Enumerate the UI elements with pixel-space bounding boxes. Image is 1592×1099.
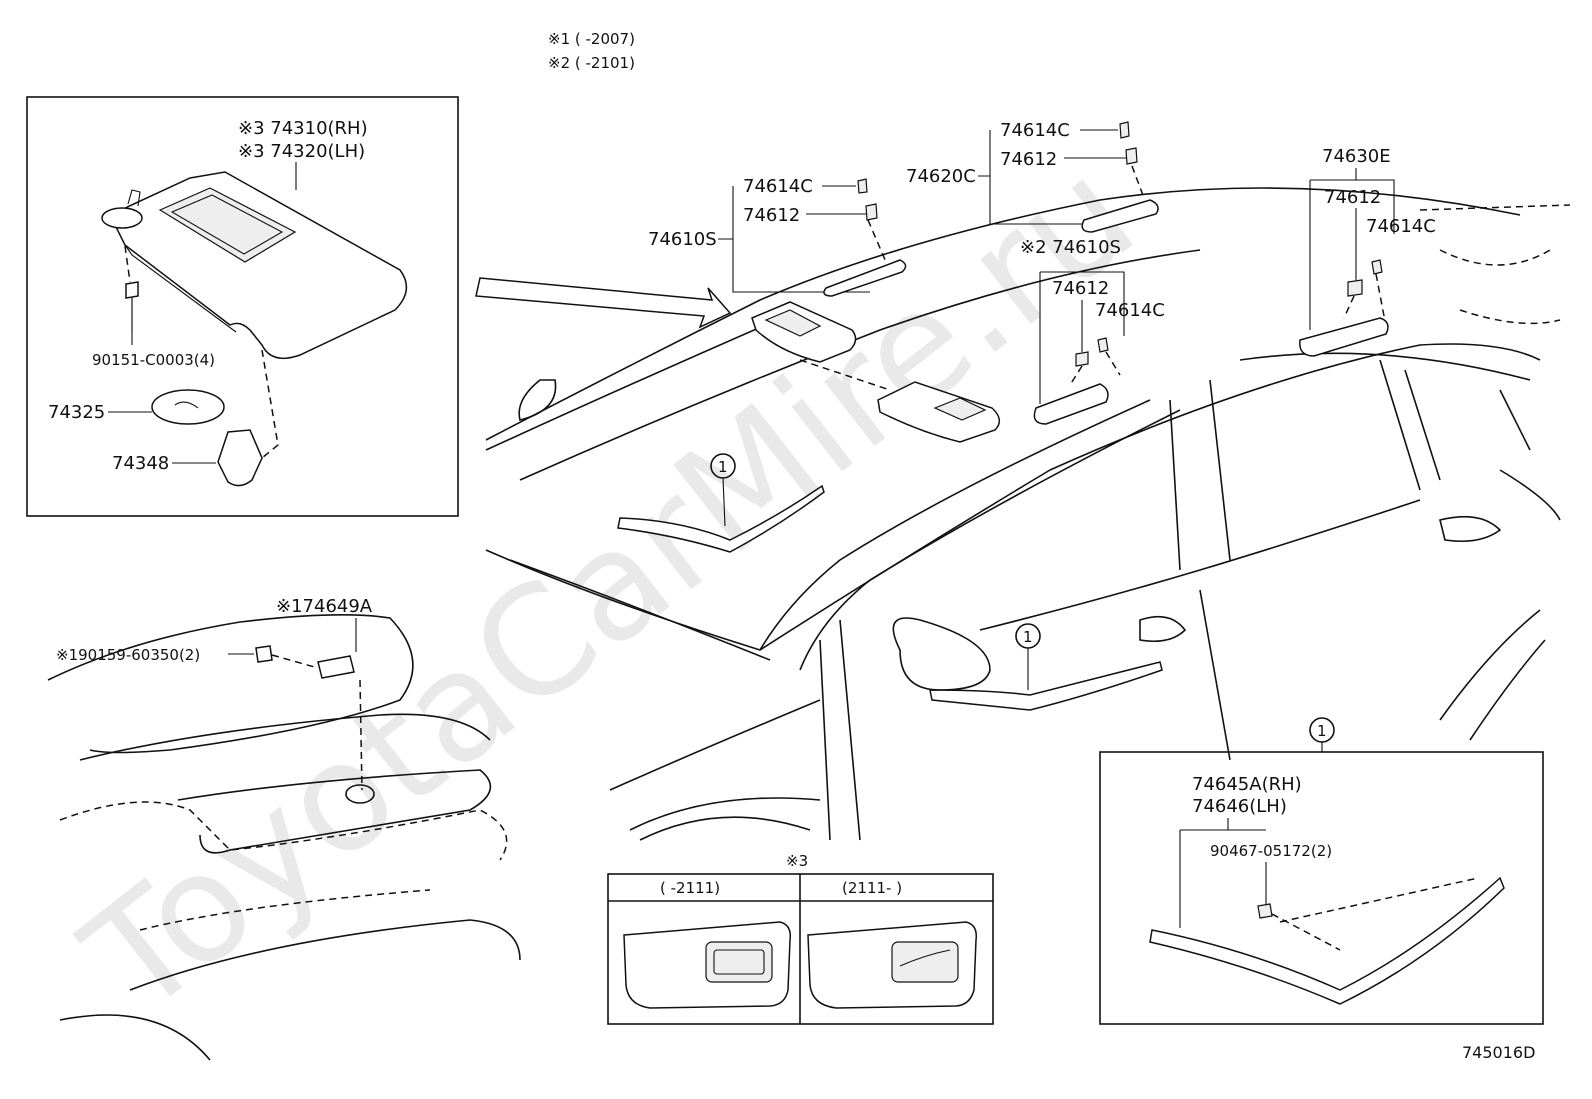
label-74614c-3: 74614C: [1095, 300, 1165, 321]
pillar-garnish-rear: 1: [929, 623, 1163, 711]
variant-right-header: (2111- ): [842, 879, 902, 897]
label-74630e: 74630E: [1322, 146, 1391, 167]
label-74612-2: 74612: [1000, 149, 1057, 170]
label-74649a: ※174649A: [276, 596, 373, 617]
label-74646-lh: 74646(LH): [1192, 796, 1287, 817]
label-74614c-4: 74614C: [1366, 216, 1436, 237]
car-body: [485, 187, 1571, 841]
label-74348: 74348: [112, 453, 169, 474]
label-74310-rh: ※3 74310(RH): [238, 118, 368, 139]
visor-holder-part: [217, 429, 263, 487]
callout-1c: 1: [1317, 722, 1327, 740]
label-74645a-rh: 74645A(RH): [1192, 774, 1302, 795]
label-90159-60350: ※190159-60350(2): [56, 646, 200, 664]
label-74612-1: 74612: [743, 205, 800, 226]
label-90467-05172: 90467-05172(2): [1210, 842, 1332, 860]
label-74610s: 74610S: [648, 229, 717, 250]
variant-box: ※3 ( -2111) (2111- ): [607, 852, 994, 1025]
note-2: ※2 ( -2101): [548, 54, 635, 72]
label-74325: 74325: [48, 402, 105, 423]
label-74612-3: 74612: [1052, 278, 1109, 299]
variant-title: ※3: [786, 852, 808, 870]
front-visor-group: 74614C 74612 74610S: [648, 176, 1001, 443]
callout-1a: 1: [718, 458, 728, 476]
visor-detail-box: ※3 74310(RH) ※3 74320(LH) 90151-C0003(4)…: [26, 96, 459, 517]
sun-visor-part: [108, 171, 408, 360]
label-74610s-2: ※2 74610S: [1020, 237, 1121, 258]
garnish-part: [1149, 876, 1505, 1005]
front-grip-group: 74614C 74612 74620C: [906, 120, 1159, 233]
rear-grip-group: 74630E 74612 74614C: [1299, 146, 1436, 357]
rear-hatch-area: ※174649A ※190159-60350(2): [47, 596, 521, 1061]
label-90151-c0003: 90151-C0003(4): [92, 351, 215, 369]
visor-cover-part: [151, 389, 225, 425]
diagram-code: 745016D: [1462, 1043, 1535, 1062]
variant-left-header: ( -2111): [660, 879, 720, 897]
note-1: ※1 ( -2007): [548, 30, 635, 48]
label-74620c: 74620C: [906, 166, 976, 187]
label-74320-lh: ※3 74320(LH): [238, 141, 365, 162]
callout-1b: 1: [1023, 628, 1033, 646]
label-74614c-1: 74614C: [743, 176, 813, 197]
garnish-detail-box: 1 74645A(RH) 74646(LH) 90467-05172(2): [1099, 717, 1544, 1025]
direction-arrow: [475, 277, 732, 329]
label-74612-4: 74612: [1324, 187, 1381, 208]
pillar-garnish-front: 1: [617, 453, 825, 553]
label-74614c-2: 74614C: [1000, 120, 1070, 141]
middle-visor-group: ※2 74610S 74612 74614C: [1020, 237, 1165, 425]
